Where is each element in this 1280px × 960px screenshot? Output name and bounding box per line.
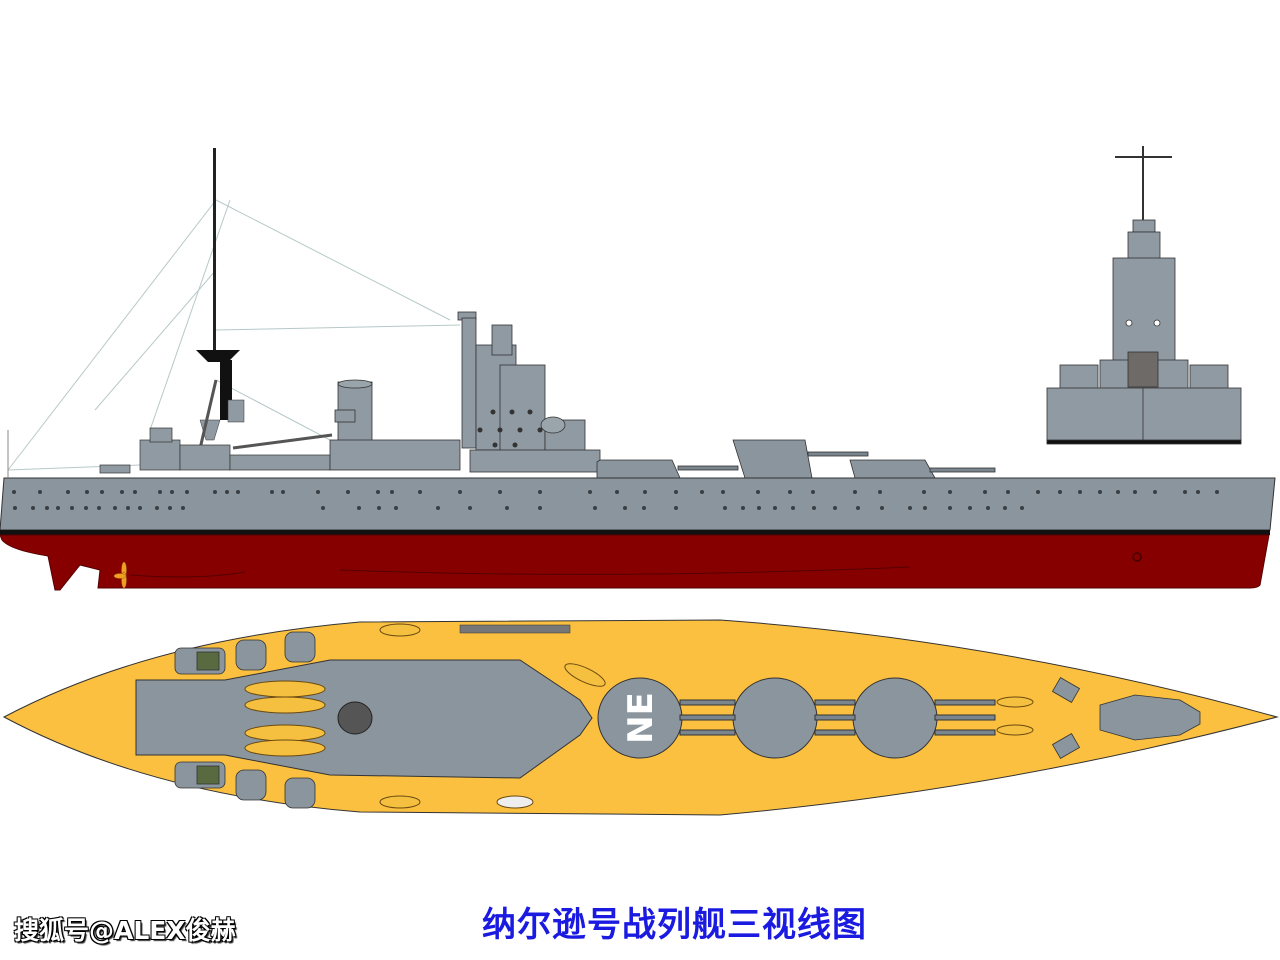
main-turrets-profile — [596, 439, 996, 479]
watermark-text: 搜狐号@ALEX俊赫 — [14, 916, 236, 945]
bridge-tower — [457, 311, 601, 473]
foremast — [194, 148, 245, 467]
propeller-icon — [113, 561, 127, 589]
aft-superstructure — [99, 427, 333, 474]
funnel — [329, 379, 461, 471]
hull-underwater — [0, 534, 1270, 591]
turret-marking: NE — [621, 692, 661, 744]
deck-outline — [2, 619, 1279, 816]
rigging-lines — [7, 199, 461, 471]
hull-topside — [0, 477, 1276, 531]
main-turrets-plan — [597, 677, 996, 759]
portholes — [12, 490, 1219, 510]
side-profile-view — [0, 148, 1276, 591]
diagram-title: 纳尔逊号战列舰三视线图 — [482, 905, 867, 945]
boot-topping-stripe — [0, 530, 1270, 535]
